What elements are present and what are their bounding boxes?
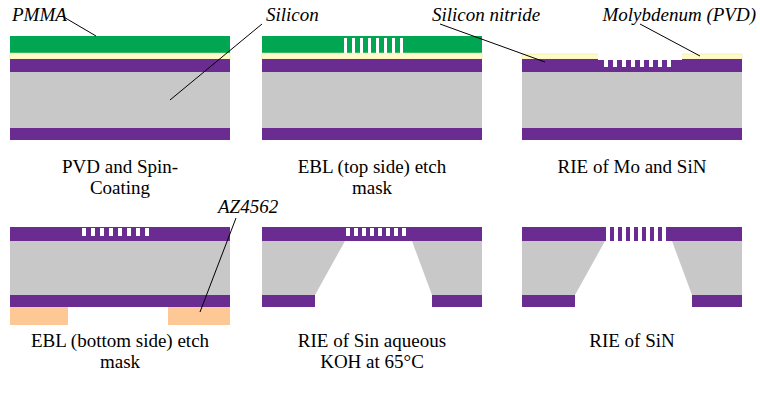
material-label: AZ4562 (218, 196, 278, 217)
grating-slit (370, 228, 374, 236)
grating-slit (362, 228, 366, 236)
material-label: Silicon nitride (432, 4, 540, 25)
grating-slit (378, 228, 382, 236)
step-caption: EBL (bottom side) etch mask (30, 330, 210, 372)
grating-slit (667, 59, 671, 67)
grating-slit (622, 227, 626, 241)
grating-slit (352, 38, 355, 53)
grating-slit (613, 59, 617, 67)
grating-slit (100, 228, 104, 236)
step-caption: RIE of SiN (522, 330, 742, 351)
grating-slit (604, 59, 608, 67)
step-caption: PVD and Spin-Coating (50, 156, 190, 198)
wafer-stack-4 (10, 227, 230, 325)
grating-slit (392, 38, 395, 53)
grating-slit (638, 227, 642, 241)
grating-slit (127, 228, 131, 236)
grating-slit (360, 38, 363, 53)
grating-slit (344, 38, 347, 53)
grating-slit (662, 227, 666, 241)
grating-slit (136, 228, 140, 236)
grating-slit (630, 227, 634, 241)
grating-slit (640, 59, 644, 67)
grating-slit (649, 59, 653, 67)
material-label: Molybdenum (PVD) (602, 4, 756, 25)
wafer-stack-3 (522, 53, 742, 140)
grating-slit (346, 228, 350, 236)
step-caption: EBL (top side) etch mask (296, 156, 448, 198)
wafer-stack-5 (262, 227, 482, 307)
grating-slit (614, 227, 618, 241)
grating-slit (384, 38, 387, 53)
grating-slit (631, 59, 635, 67)
grating-slit (82, 228, 86, 236)
wafer-stack-6 (522, 227, 742, 307)
grating-slit (118, 228, 122, 236)
grating-slit (394, 228, 398, 236)
grating-slit (386, 228, 390, 236)
grating-slit (622, 59, 626, 67)
wafer-stack-1 (10, 36, 230, 140)
grating-slit (376, 38, 379, 53)
grating-slit (654, 227, 658, 241)
wafer-stack-2 (262, 36, 482, 140)
grating-slit (658, 59, 662, 67)
grating-slit (354, 228, 358, 236)
grating-slit (91, 228, 95, 236)
material-label: Silicon (266, 4, 319, 25)
grating-slit (646, 227, 650, 241)
grating-slit (606, 227, 610, 241)
grating-slit (145, 228, 149, 236)
step-caption: RIE of Mo and SiN (522, 156, 742, 177)
grating-slit (368, 38, 371, 53)
grating-slit (400, 38, 403, 53)
grating-slit (402, 228, 406, 236)
step-caption: RIE of Sin aqueous KOH at 65°C (282, 330, 462, 372)
grating-slit (109, 228, 113, 236)
material-label: PMMA (12, 4, 67, 25)
